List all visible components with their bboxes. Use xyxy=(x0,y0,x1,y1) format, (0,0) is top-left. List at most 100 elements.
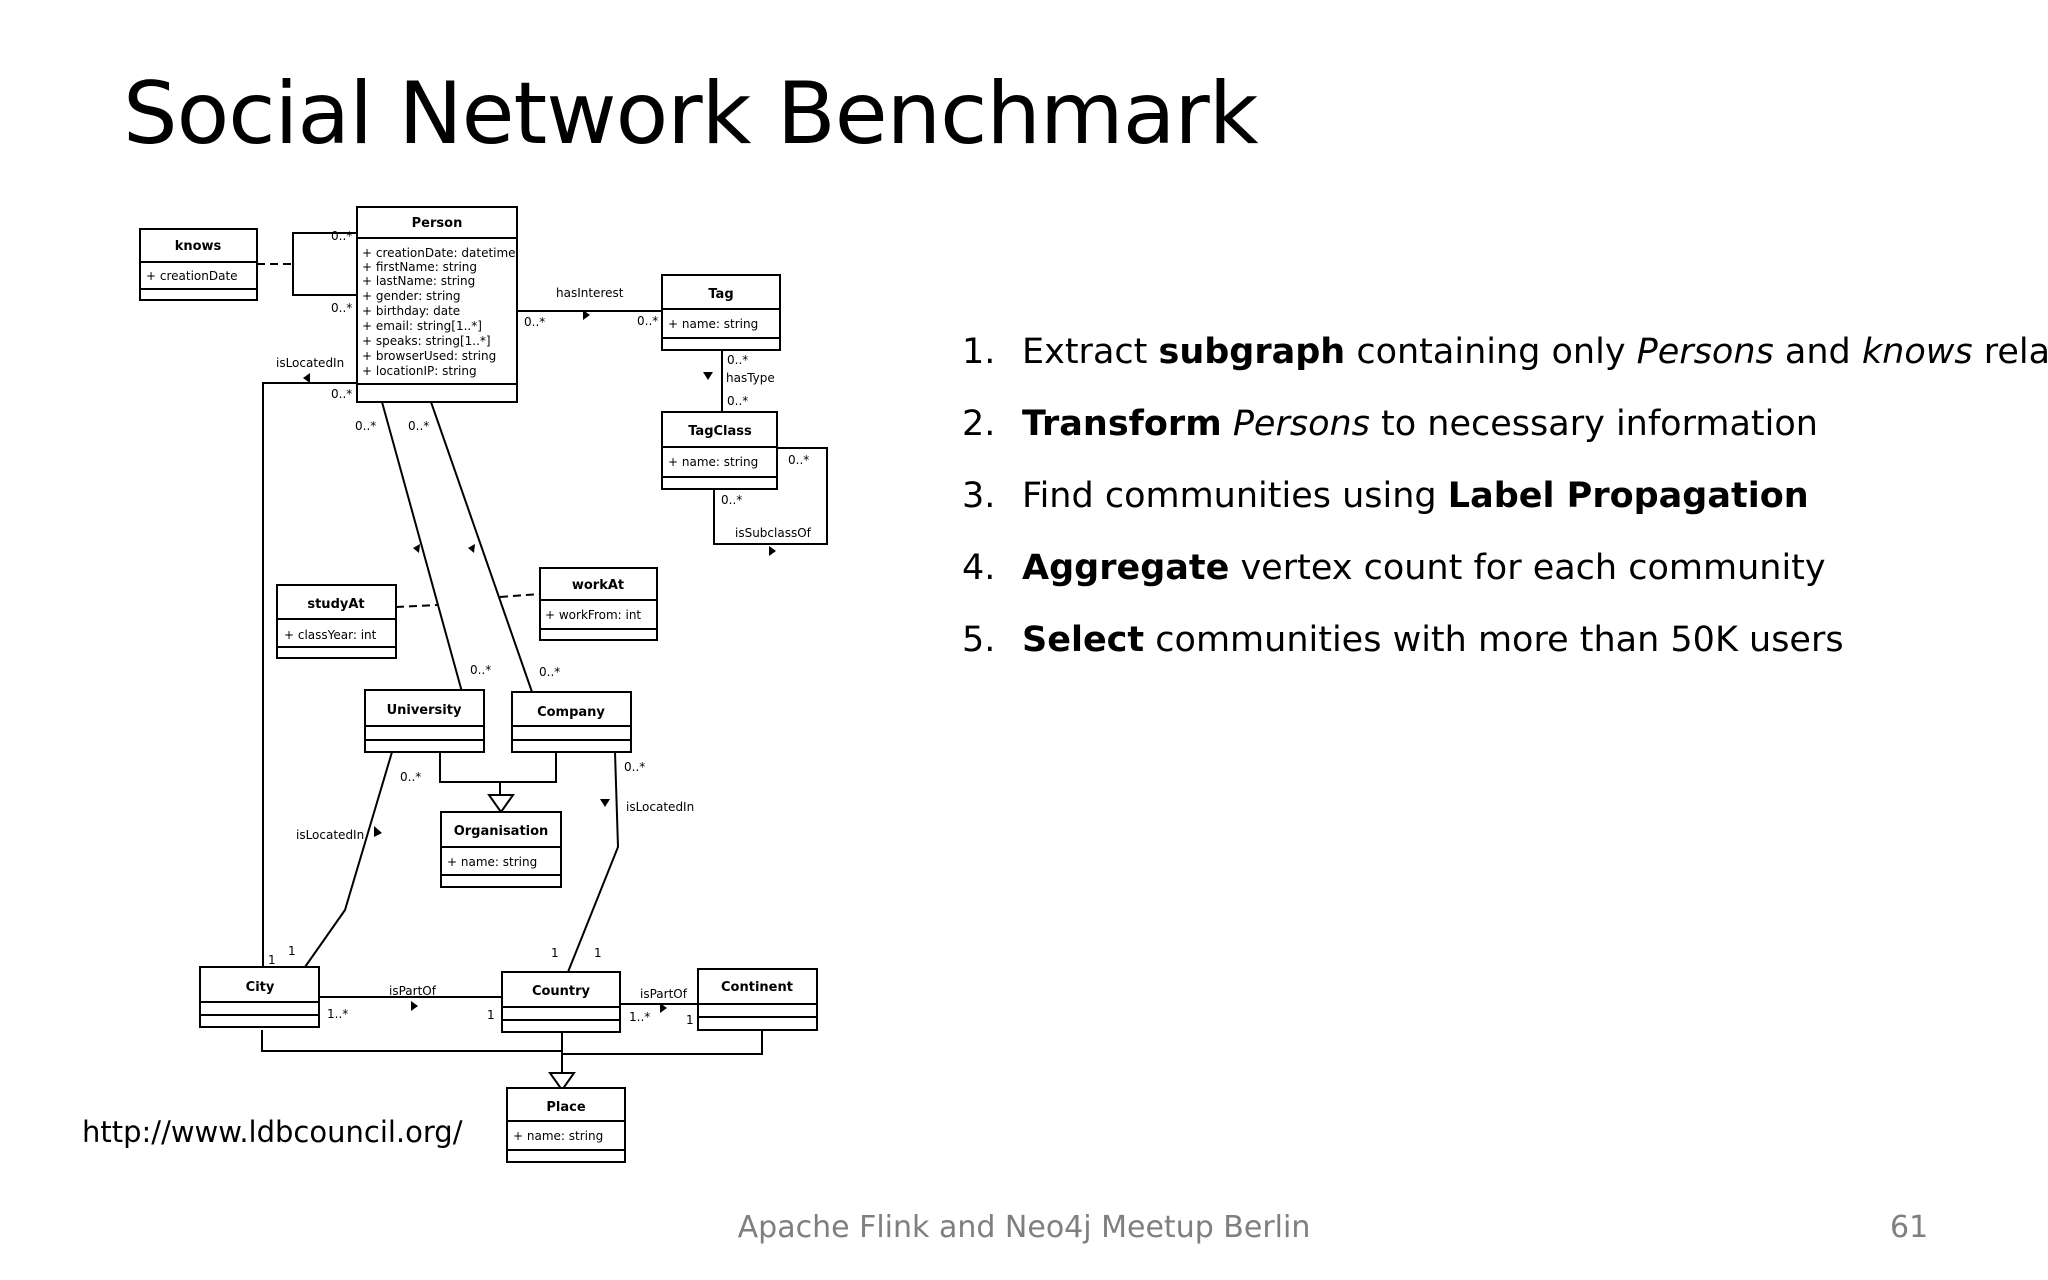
multiplicity-label: 1..* xyxy=(629,1010,650,1024)
workat-class-name: workAt xyxy=(572,578,624,593)
country-part-of-direction-arrow xyxy=(660,1003,667,1013)
company-located-in-direction-arrow xyxy=(600,799,610,807)
multiplicity-label: 0..* xyxy=(408,419,429,433)
person-attr: + firstName: string xyxy=(362,260,477,274)
multiplicity-label: 1 xyxy=(268,953,276,967)
person-city-association xyxy=(262,382,357,967)
is-part-of-label: isPartOf xyxy=(389,984,437,998)
studyat-attr: + classYear: int xyxy=(284,628,377,642)
step-number: 1. xyxy=(962,332,996,372)
city-class xyxy=(199,966,320,1028)
step-number: 3. xyxy=(962,476,996,516)
company-class xyxy=(511,691,632,753)
multiplicity-label: 1 xyxy=(686,1013,694,1027)
city-class-name: City xyxy=(246,980,275,995)
person-attr: + speaks: string[1..*] xyxy=(362,334,491,348)
person-attr: + locationIP: string xyxy=(362,364,477,378)
city-part-of-direction-arrow xyxy=(411,1001,418,1011)
step-item: 4. Aggregate vertex count for each commun… xyxy=(962,548,2048,620)
has-interest-label: hasInterest xyxy=(556,286,624,300)
workat-attr: + workFrom: int xyxy=(545,608,641,622)
multiplicity-label: 0..* xyxy=(727,394,748,408)
person-attr: + birthday: date xyxy=(362,304,460,318)
tag-class-name: Tag xyxy=(708,287,733,302)
study-at-direction-arrow xyxy=(413,544,420,553)
multiplicity-label: 1 xyxy=(551,946,559,960)
university-class xyxy=(364,689,485,753)
university-located-in-direction-arrow xyxy=(374,826,382,837)
is-located-in-label: isLocatedIn xyxy=(296,828,364,842)
step-item: 1. Extract subgraph containing only Perso… xyxy=(962,332,2048,404)
university-class-name: University xyxy=(387,703,462,718)
step-text: Find communities using Label Propagation xyxy=(1022,476,1809,516)
step-text: Aggregate vertex count for each communit… xyxy=(1022,548,1826,588)
multiplicity-label: 0..* xyxy=(788,453,809,467)
page-number: 61 xyxy=(1890,1210,1929,1245)
is-subclass-of-association xyxy=(713,447,828,545)
multiplicity-label: 0..* xyxy=(524,315,545,329)
tagclass-class-name: TagClass xyxy=(688,424,752,439)
multiplicity-label: 0..* xyxy=(331,387,352,401)
place-attr: + name: string xyxy=(513,1129,603,1143)
person-class xyxy=(356,206,518,403)
multiplicity-label: 0..* xyxy=(331,229,352,243)
step-item: 5. Select communities with more than 50K … xyxy=(962,620,2048,692)
is-located-in-label: isLocatedIn xyxy=(626,800,694,814)
person-attr: + browserUsed: string xyxy=(362,349,496,363)
is-part-of-label: isPartOf xyxy=(640,987,688,1001)
has-type-direction-arrow xyxy=(703,372,713,380)
work-at-link xyxy=(499,593,541,598)
multiplicity-label: 0..* xyxy=(400,770,421,784)
place-generalization xyxy=(261,1030,763,1075)
person-attr: + creationDate: datetime xyxy=(362,246,516,260)
organisation-attr: + name: string xyxy=(447,855,537,869)
organisation-generalization-arrowhead xyxy=(487,794,515,814)
place-generalization-arrowhead xyxy=(548,1072,576,1092)
knows-attr: + creationDate xyxy=(146,269,238,283)
study-at-link xyxy=(395,604,438,608)
company-class-name: Company xyxy=(537,705,605,720)
work-at-direction-arrow xyxy=(468,544,475,553)
step-number: 5. xyxy=(962,620,996,660)
person-class-name: Person xyxy=(412,216,463,231)
studyat-class-name: studyAt xyxy=(307,597,364,612)
has-type-label: hasType xyxy=(726,371,775,385)
multiplicity-label: 0..* xyxy=(470,663,491,677)
is-located-in-label: isLocatedIn xyxy=(276,356,344,370)
step-text: Select communities with more than 50K us… xyxy=(1022,620,1844,660)
continent-class xyxy=(697,968,818,1031)
step-text: Extract subgraph containing only Persons… xyxy=(1022,332,2048,372)
source-url: http://www.ldbcouncil.org/ xyxy=(82,1115,463,1149)
tagclass-attr: + name: string xyxy=(668,455,758,469)
company-generalization xyxy=(500,752,557,783)
tag-attr: + name: string xyxy=(668,317,758,331)
multiplicity-label: 0..* xyxy=(539,665,560,679)
university-city-association xyxy=(304,751,393,968)
steps-list: 1. Extract subgraph containing only Perso… xyxy=(962,332,2048,692)
person-attr: + email: string[1..*] xyxy=(362,319,482,333)
multiplicity-label: 0..* xyxy=(721,493,742,507)
person-attr: + gender: string xyxy=(362,289,461,303)
multiplicity-label: 0..* xyxy=(727,353,748,367)
multiplicity-label: 1 xyxy=(594,946,602,960)
multiplicity-label: 0..* xyxy=(624,760,645,774)
multiplicity-label: 1..* xyxy=(327,1007,348,1021)
university-generalization xyxy=(439,752,501,795)
step-number: 2. xyxy=(962,404,996,444)
slide-title: Social Network Benchmark xyxy=(123,64,1259,164)
is-subclass-of-label: isSubclassOf xyxy=(735,526,812,540)
country-class xyxy=(501,971,621,1033)
knows-class-name: knows xyxy=(175,239,222,254)
step-number: 4. xyxy=(962,548,996,588)
multiplicity-label: 0..* xyxy=(637,314,658,328)
person-located-in-direction-arrow xyxy=(303,373,310,383)
place-class-name: Place xyxy=(546,1100,585,1115)
person-attr: + lastName: string xyxy=(362,274,475,288)
is-subclass-of-direction-arrow xyxy=(769,546,776,556)
work-at-association xyxy=(430,401,533,693)
studyat-class xyxy=(276,584,397,659)
knows-self-association xyxy=(292,232,357,296)
multiplicity-label: 0..* xyxy=(331,301,352,315)
slide-footer: Apache Flink and Neo4j Meetup Berlin xyxy=(737,1210,1311,1245)
